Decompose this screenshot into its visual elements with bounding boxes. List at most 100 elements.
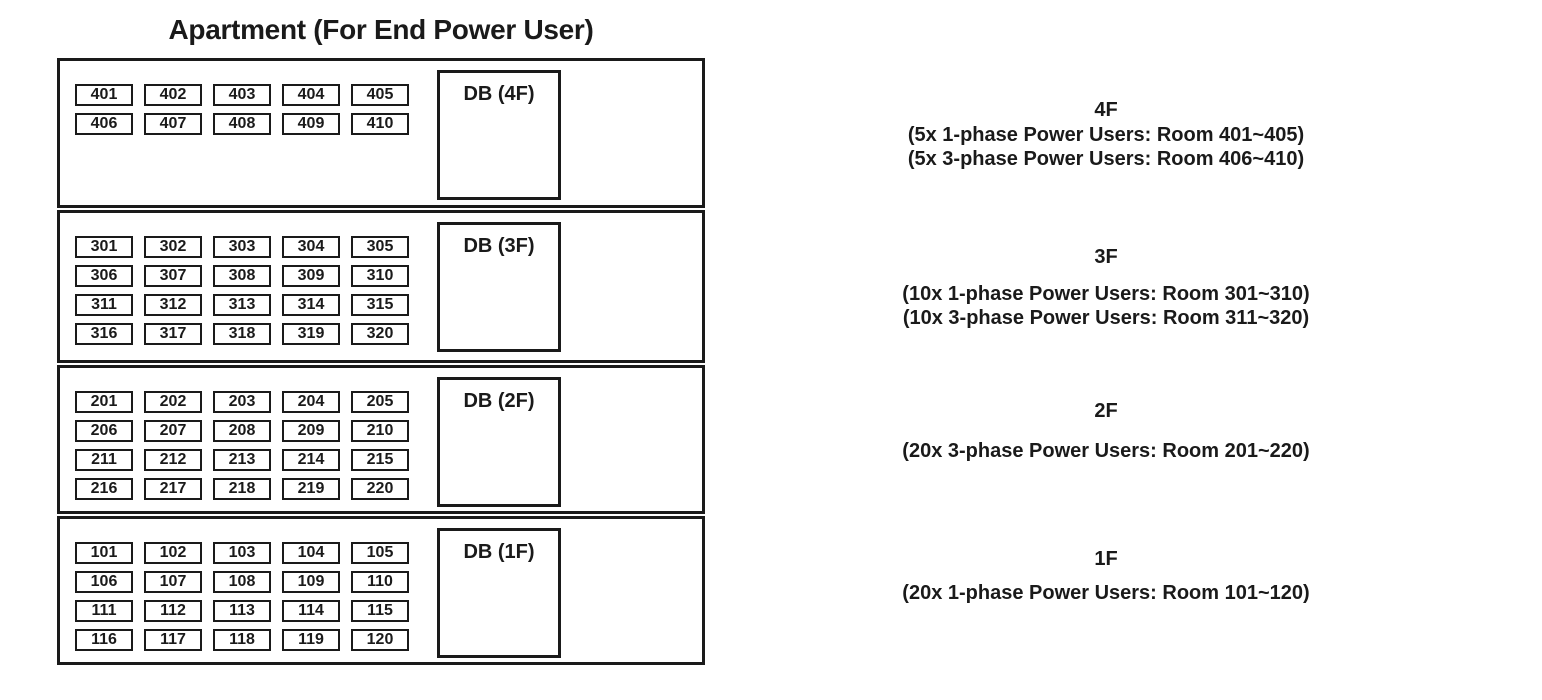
room-box: 308 [213,265,271,287]
room-box: 316 [75,323,133,345]
room-box: 218 [213,478,271,500]
room-box: 210 [351,420,409,442]
room-box: 120 [351,629,409,651]
floor-note-1f: 1F (20x 1-phase Power Users: Room 101~12… [850,548,1362,605]
note-line: (20x 1-phase Power Users: Room 101~120) [902,582,1310,604]
room-box: 117 [144,629,202,651]
floor-note-4f: 4F (5x 1-phase Power Users: Room 401~405… [850,99,1362,171]
note-lines-1f: (20x 1-phase Power Users: Room 101~120) [850,581,1362,605]
room-box: 103 [213,542,271,564]
diagram-title: Apartment (For End Power User) [168,14,594,45]
room-box: 217 [144,478,202,500]
room-box: 216 [75,478,133,500]
room-box: 302 [144,236,202,258]
room-box: 320 [351,323,409,345]
note-line: (20x 3-phase Power Users: Room 201~220) [902,440,1310,462]
room-box: 314 [282,294,340,316]
room-box: 313 [213,294,271,316]
room-box: 219 [282,478,340,500]
room-box: 319 [282,323,340,345]
room-box: 404 [282,84,340,106]
room-box: 408 [213,113,271,135]
room-box: 206 [75,420,133,442]
room-box: 116 [75,629,133,651]
room-box: 208 [213,420,271,442]
room-box: 201 [75,391,133,413]
room-box: 115 [351,600,409,622]
room-box: 203 [213,391,271,413]
room-box: 209 [282,420,340,442]
room-box: 215 [351,449,409,471]
room-box: 110 [351,571,409,593]
db-box-1f: DB (1F) [437,528,561,658]
room-box: 304 [282,236,340,258]
room-grid-4f: 401 402 403 404 405 406 407 408 409 410 [75,84,409,135]
note-line: (5x 3-phase Power Users: Room 406~410) [907,148,1305,170]
note-line: (10x 1-phase Power Users: Room 301~310) [902,283,1310,305]
room-box: 205 [351,391,409,413]
room-box: 311 [75,294,133,316]
floor-notes: 4F (5x 1-phase Power Users: Room 401~405… [850,0,1362,700]
room-box: 107 [144,571,202,593]
room-box: 109 [282,571,340,593]
room-box: 407 [144,113,202,135]
db-label-3f: DB (3F) [463,235,535,257]
db-box-2f: DB (2F) [437,377,561,507]
note-lines-3f: (10x 1-phase Power Users: Room 301~310)(… [850,282,1362,330]
room-box: 102 [144,542,202,564]
room-box: 111 [75,600,133,622]
note-title-1f: 1F [1094,548,1118,570]
note-lines-4f: (5x 1-phase Power Users: Room 401~405)(5… [850,123,1362,171]
room-box: 114 [282,600,340,622]
db-box-4f: DB (4F) [437,70,561,200]
room-box: 409 [282,113,340,135]
room-box: 101 [75,542,133,564]
room-box: 305 [351,236,409,258]
floor-note-2f: 2F (20x 3-phase Power Users: Room 201~22… [850,400,1362,463]
room-box: 403 [213,84,271,106]
room-box: 213 [213,449,271,471]
room-box: 315 [351,294,409,316]
room-box: 220 [351,478,409,500]
apartment-building-box: 401 402 403 404 405 406 407 408 409 410 DB (4F) 3… [57,58,705,665]
db-label-1f: DB (1F) [463,541,535,563]
room-box: 405 [351,84,409,106]
room-box: 306 [75,265,133,287]
room-box: 211 [75,449,133,471]
room-box: 106 [75,571,133,593]
room-box: 307 [144,265,202,287]
room-box: 105 [351,542,409,564]
floor-section-4f: 401 402 403 404 405 406 407 408 409 410 DB (4F) [57,58,705,208]
room-box: 112 [144,600,202,622]
room-box: 118 [213,629,271,651]
room-box: 204 [282,391,340,413]
room-box: 303 [213,236,271,258]
room-box: 318 [213,323,271,345]
room-box: 207 [144,420,202,442]
room-box: 108 [213,571,271,593]
room-box: 312 [144,294,202,316]
note-title-2f: 2F [1094,400,1118,422]
room-box: 317 [144,323,202,345]
room-box: 104 [282,542,340,564]
db-label-2f: DB (2F) [463,390,535,412]
room-box: 406 [75,113,133,135]
room-box: 212 [144,449,202,471]
note-line: (5x 1-phase Power Users: Room 401~405) [907,124,1305,146]
room-box: 119 [282,629,340,651]
db-label-4f: DB (4F) [463,83,535,105]
room-box: 310 [351,265,409,287]
db-box-3f: DB (3F) [437,222,561,352]
room-box: 410 [351,113,409,135]
room-box: 402 [144,84,202,106]
note-lines-2f: (20x 3-phase Power Users: Room 201~220) [850,439,1362,463]
room-box: 214 [282,449,340,471]
room-box: 401 [75,84,133,106]
